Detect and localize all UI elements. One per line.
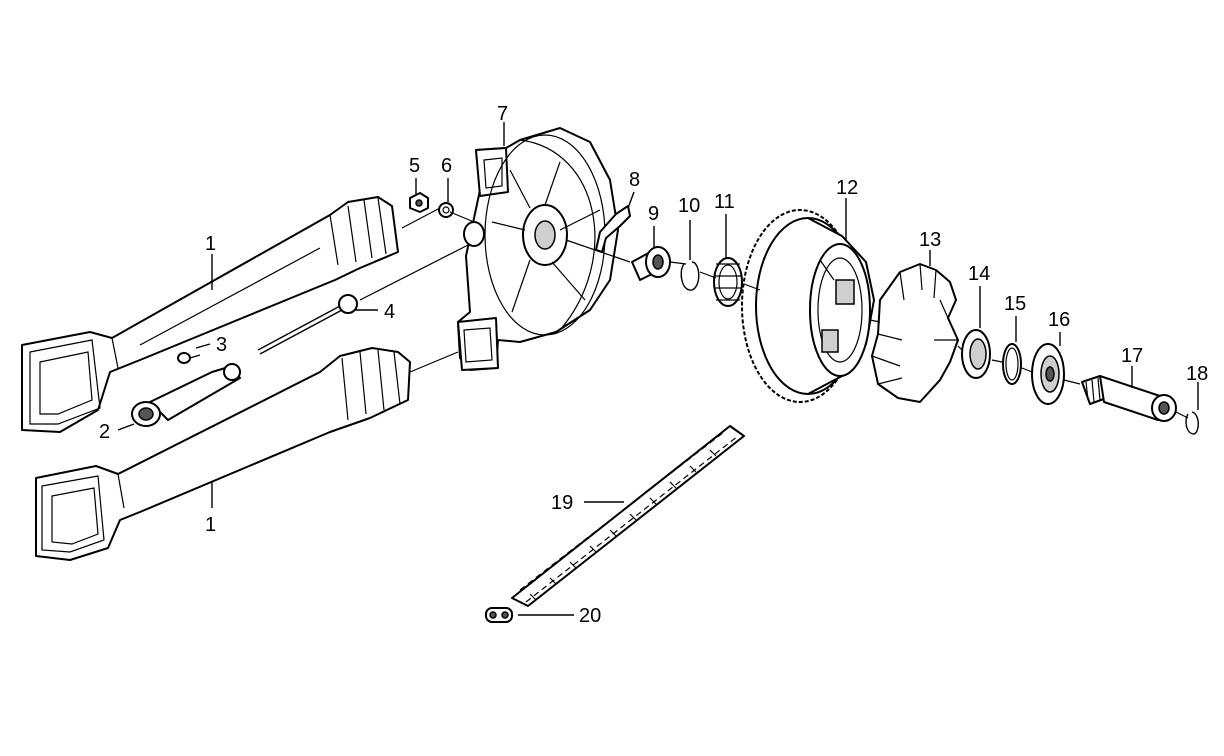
callout-19: 19 <box>551 492 573 514</box>
callout-6: 6 <box>441 155 452 177</box>
part-3-screw <box>177 352 201 364</box>
part-6-washer <box>438 202 454 218</box>
callout-13: 13 <box>919 229 941 251</box>
callout-11: 11 <box>714 191 735 213</box>
part-9-bushing <box>631 246 671 281</box>
callout-14: 14 <box>968 263 990 285</box>
callout-1-lower: 1 <box>205 514 216 536</box>
callout-16: 16 <box>1048 309 1070 331</box>
part-5-nut <box>409 192 429 213</box>
callout-1-upper: 1 <box>205 233 216 255</box>
assembly-lines <box>359 207 1189 419</box>
part-1-upper-handle <box>21 196 399 433</box>
part-16-bearing <box>1031 343 1065 405</box>
callout-3: 3 <box>216 334 227 356</box>
part-20-master-link <box>485 607 513 623</box>
callout-20: 20 <box>579 605 601 627</box>
part-18-circlip <box>1185 411 1199 435</box>
leader-lines <box>117 122 1199 616</box>
callout-12: 12 <box>836 177 858 199</box>
callout-7: 7 <box>497 103 508 125</box>
part-12-sprocket-drum <box>741 209 875 403</box>
callout-labels: 1 1 2 3 4 5 6 7 8 9 10 11 12 13 14 15 16… <box>99 103 1208 627</box>
callout-4: 4 <box>384 301 395 323</box>
callout-18: 18 <box>1186 363 1208 385</box>
part-10-snap-ring <box>680 261 700 291</box>
part-17-shaft-bolt <box>1081 375 1177 422</box>
callout-8: 8 <box>629 169 640 191</box>
part-8-clip <box>595 205 631 253</box>
callout-2: 2 <box>99 421 110 443</box>
callout-17: 17 <box>1121 345 1143 367</box>
callout-9: 9 <box>648 203 659 225</box>
part-13-damper <box>871 263 959 403</box>
part-7-wheel-cover <box>457 127 619 371</box>
part-14-bearing <box>961 329 991 379</box>
callout-10: 10 <box>678 195 700 217</box>
callout-5: 5 <box>409 155 420 177</box>
part-4-bolt <box>257 294 358 355</box>
part-11-small-gear <box>713 257 743 307</box>
callout-15: 15 <box>1004 293 1026 315</box>
part-1-lower-handle <box>35 347 411 561</box>
part-15-ring <box>1002 343 1022 385</box>
part-19-chain <box>511 425 745 607</box>
part-2-axle-tube <box>131 363 241 427</box>
